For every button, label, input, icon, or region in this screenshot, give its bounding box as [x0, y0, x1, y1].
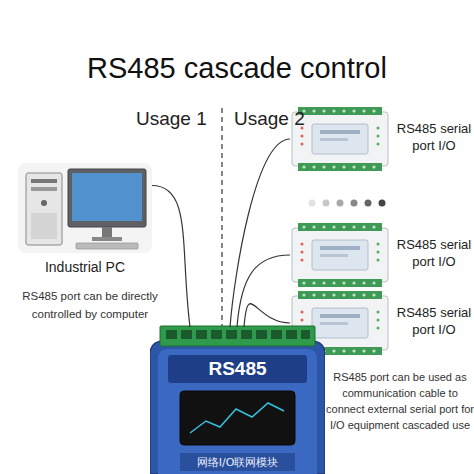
node-label: RS485 serial port I/O: [394, 304, 474, 338]
usage-label: Usage 2: [234, 108, 305, 130]
io-module-node: RS485 serial port I/O: [290, 222, 390, 288]
device-label: RS485: [168, 358, 307, 380]
node-label: Industrial PC: [18, 259, 152, 275]
diagram-title: RS485 cascade control: [0, 52, 474, 85]
usage-label: Usage 1: [136, 108, 207, 130]
cable-wire: [152, 186, 190, 328]
note-text: RS485 port can be directly controlled by…: [12, 287, 168, 323]
divider-line: [221, 108, 222, 330]
device-caption: 网络I/O联网模块: [170, 455, 305, 470]
io-module-illustration: [290, 106, 390, 172]
pc-node: Industrial PC: [18, 163, 152, 253]
rs485-device-illustration: [150, 325, 325, 474]
rs485-device-node: RS485 网络I/O联网模块: [150, 325, 325, 474]
note-text: RS485 port can be used as communication …: [326, 369, 474, 433]
pc-illustration: [18, 163, 152, 253]
node-label: RS485 serial port I/O: [394, 120, 474, 154]
cable-wire: [230, 139, 290, 327]
node-label: RS485 serial port I/O: [394, 236, 474, 270]
cable-wire: [237, 255, 290, 327]
cable-wire: [244, 304, 290, 327]
io-module-node: RS485 serial port I/O: [290, 106, 390, 172]
io-module-illustration: [290, 222, 390, 288]
continuation-dots: [309, 200, 386, 207]
